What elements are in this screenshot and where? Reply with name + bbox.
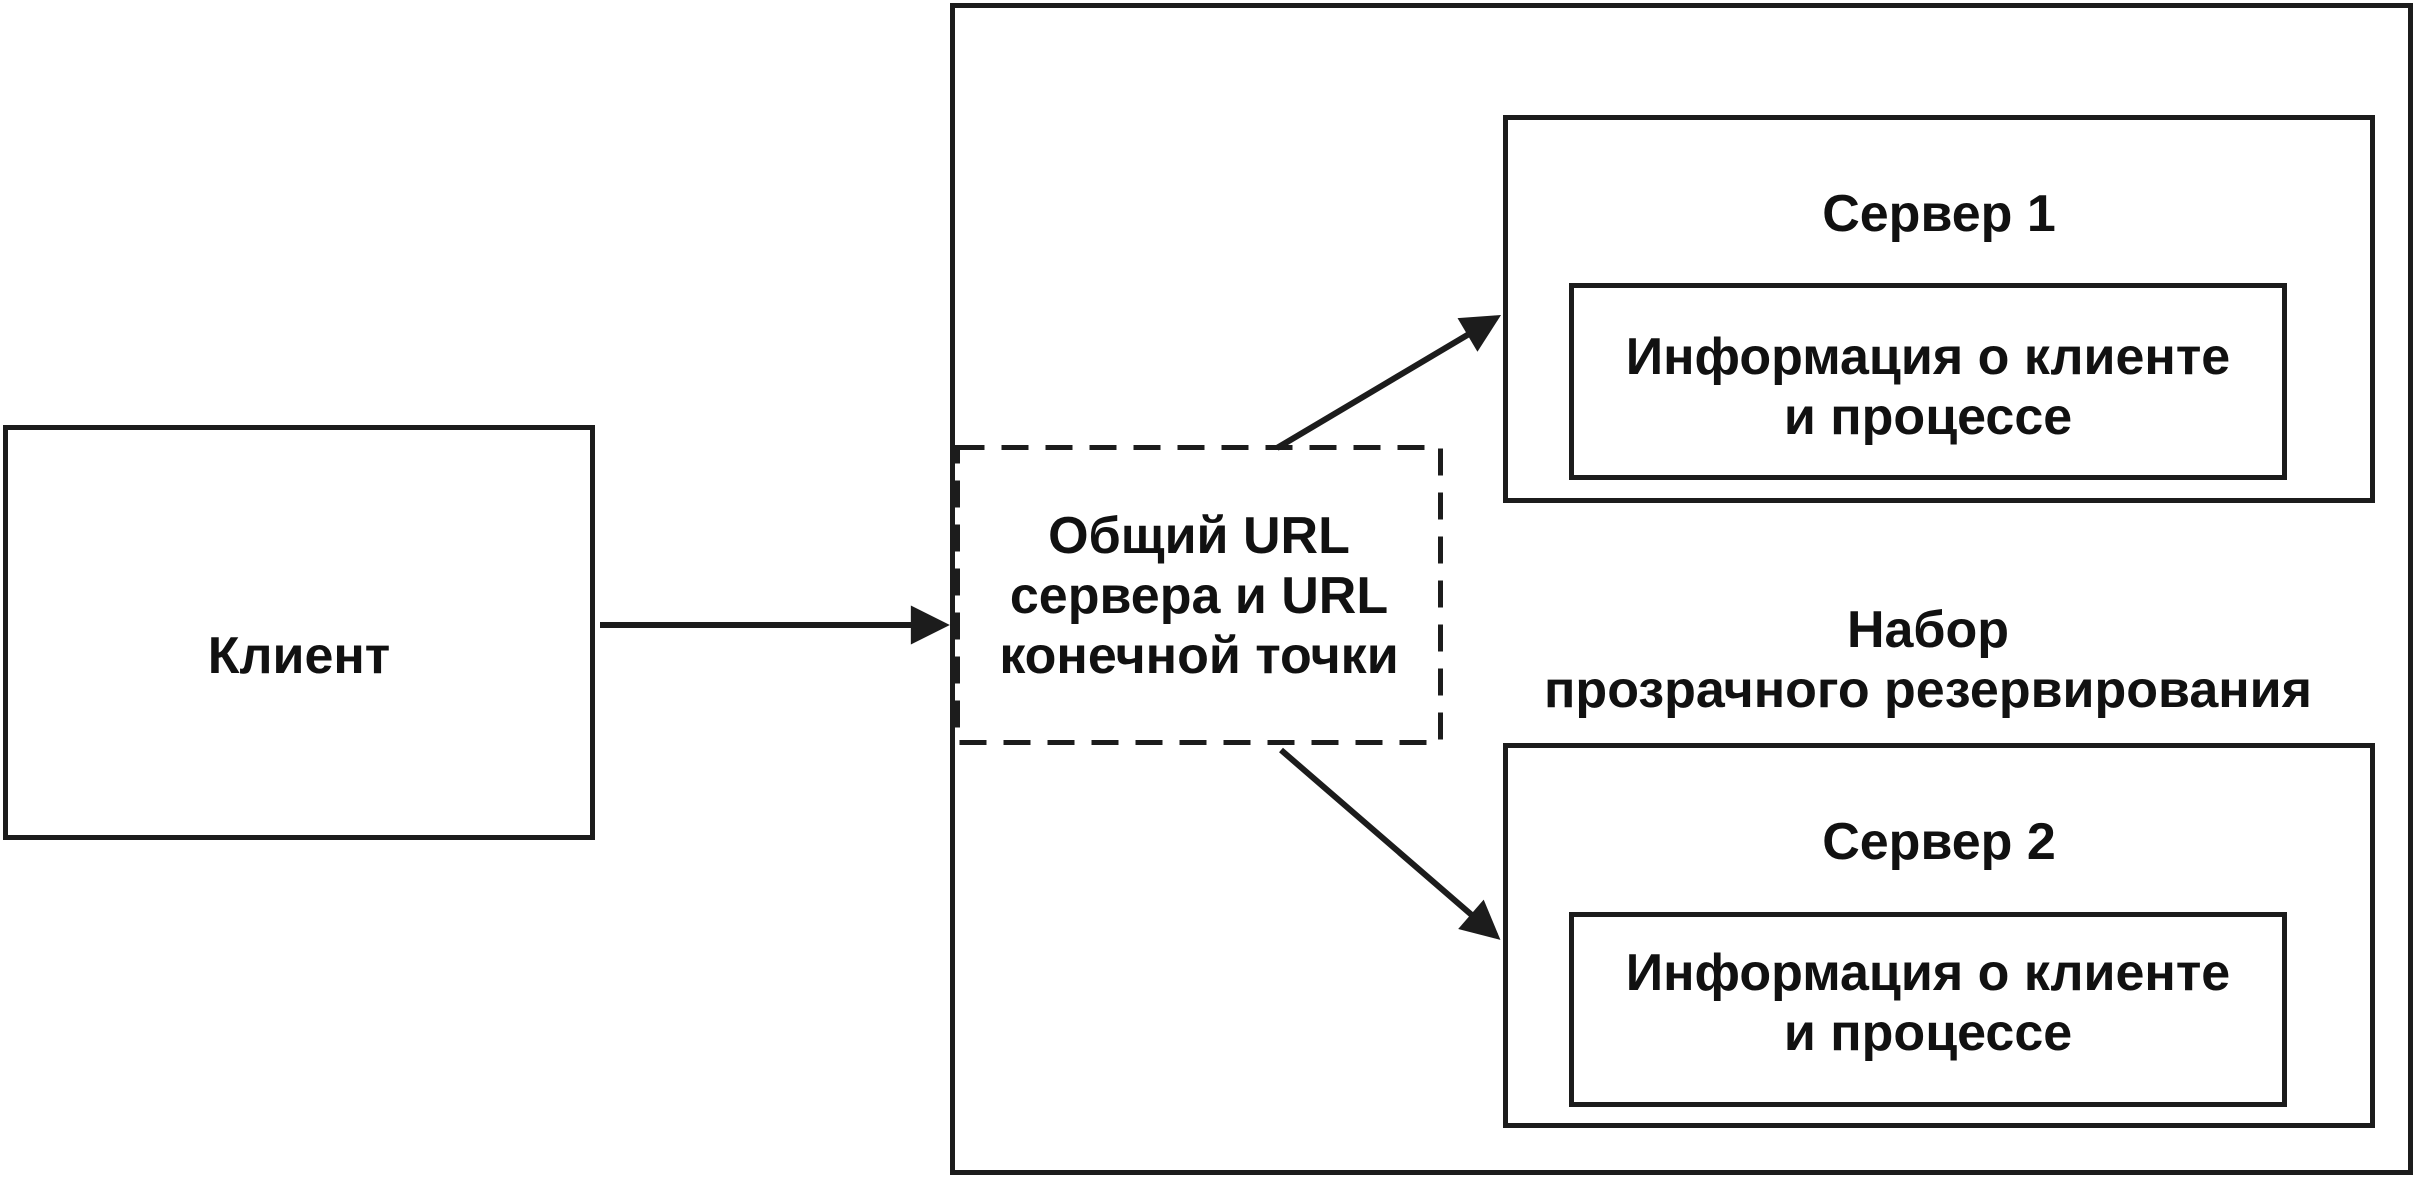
redundancy-set-label: Набор прозрачного резервирования — [1544, 601, 2312, 719]
server1-info-box — [1569, 283, 2287, 480]
server1-info-label: Информация о клиенте и процессе — [1625, 328, 2231, 446]
shared-url-label: Общий URL сервера и URL конечной точки — [999, 507, 1399, 685]
client-label: Клиент — [207, 627, 391, 685]
server2-title: Сервер 2 — [1822, 813, 2056, 871]
server2-info-label: Информация о клиенте и процессе — [1625, 944, 2231, 1062]
client-box — [3, 425, 595, 840]
server1-title: Сервер 1 — [1822, 185, 2056, 243]
server2-info-box — [1569, 912, 2287, 1107]
